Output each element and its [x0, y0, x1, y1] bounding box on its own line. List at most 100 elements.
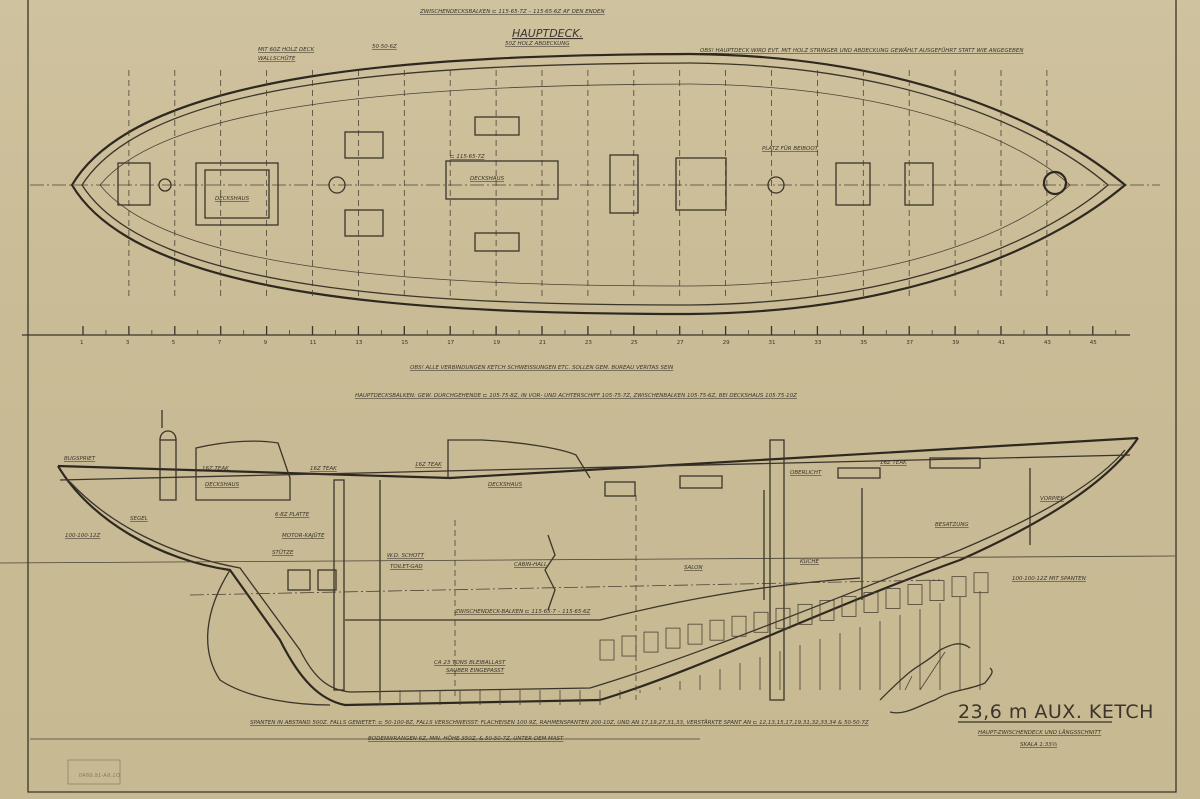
mizzen-mast-profile	[159, 439, 177, 501]
hull-outline-profile	[57, 437, 1139, 707]
drawing-border	[27, 0, 1177, 793]
plan-label: 50Z HOLZ ABDECKUNG	[505, 41, 570, 47]
skylight	[474, 116, 520, 136]
aft-deckhouse-plan	[195, 162, 279, 226]
frame-number: 9	[264, 340, 268, 346]
floor-lightening-hole	[599, 639, 615, 661]
oberlicht-label: OBERLICHT	[790, 470, 822, 476]
main-deckhouse-profile	[447, 439, 591, 479]
rudder	[207, 569, 331, 706]
floor-lightening-hole	[797, 603, 813, 625]
windlass-plan	[1042, 170, 1068, 196]
ballast-keel-top	[345, 577, 861, 621]
fore-hatch	[904, 162, 934, 206]
material-label: 16Z TEAK	[310, 466, 337, 472]
room-label: SEGEL	[130, 516, 148, 522]
hatch	[609, 154, 639, 214]
drawing-subtitle: HAUPT-ZWISCHENDECK UND LÄNGSSCHNITT	[978, 729, 1102, 736]
main-mast-profile	[769, 439, 785, 701]
vent-cowl	[159, 430, 177, 441]
ballast-label: CA 23 TONS BLEIBALLAST	[434, 660, 506, 666]
drawing-title: 23,6 m AUX. KETCH	[958, 701, 1154, 723]
companionway	[544, 534, 556, 611]
title-block: 23,6 m AUX. KETCH HAUPT-ZWISCHENDECK UND…	[958, 701, 1154, 748]
plan-label: DECKSHAUS	[470, 176, 505, 182]
bottom-note-1: SPANTEN IN ABSTAND 500Z. FALLS GENIETET:…	[250, 719, 869, 726]
sheer-line	[57, 436, 1139, 480]
spec-label: W.D. SCHOTT	[387, 553, 425, 559]
floor-lightening-hole	[841, 596, 857, 617]
frame-number: 41	[998, 340, 1005, 346]
frame-number: 25	[631, 340, 638, 346]
aft-hatch	[117, 162, 151, 206]
spec-label: STÜTZE	[272, 549, 294, 556]
floor-lightening-hole	[819, 600, 835, 621]
floor-lightening-hole	[885, 588, 901, 609]
wash-basin	[317, 569, 337, 591]
frame-number: 27	[677, 340, 684, 346]
frame-number: 39	[952, 340, 959, 346]
floor-lightening-hole	[709, 619, 725, 641]
hatch	[344, 209, 384, 237]
deck-fitting	[158, 178, 172, 192]
zwischendeck-line	[189, 579, 941, 596]
mizzen-mast-plan	[328, 176, 346, 194]
zwischendeck-label: ZWISCHENDECK-BALKEN ⊏ 115·65·7 – 115·65·…	[454, 609, 591, 615]
top-note: ZWISCHENDECKSBALKEN ⊏ 115·65·7Z – 115·65…	[419, 9, 605, 15]
stringer-line	[99, 83, 1071, 287]
room-label: SALON	[684, 565, 703, 571]
frame-label: 100·100·12Z MIT SPANTEN	[1012, 576, 1086, 582]
aft-deckhouse-inner	[204, 169, 270, 219]
room-label: KÜCHE	[800, 558, 820, 565]
room-label: CABIN-HALL	[514, 562, 547, 568]
skylight-profile	[679, 475, 723, 489]
floor-lightening-hole	[863, 592, 879, 613]
bugspriet-label: BUGSPRIET	[64, 456, 96, 462]
skylight	[474, 232, 520, 252]
fwd-deckhouse-plan	[675, 157, 727, 211]
floor-lightening-hole	[665, 627, 681, 649]
material-label: 16Z TEAK	[880, 460, 907, 466]
frame-number: 43	[1044, 340, 1051, 346]
room-label: DECKSHAUS	[488, 482, 523, 488]
spec-label: 6·8Z PLATTE	[275, 512, 310, 518]
signature	[879, 643, 993, 714]
frame-number: 29	[723, 340, 730, 346]
room-label: BESATZUNG	[935, 522, 969, 528]
room-label: TOILET-GAD	[390, 564, 423, 570]
room-label: VORPIEK	[1040, 496, 1064, 502]
deck-plan: MIT 60Z HOLZ DECK WALLSCHÜTE 50·50·6Z 50…	[30, 41, 1160, 316]
beam-note: HAUPTDECKSBALKEN: GEW. DURCHGEHENDE ⊏ 10…	[355, 393, 797, 399]
hatch	[344, 131, 384, 159]
frame-number: 23	[585, 340, 592, 346]
floor-lightening-hole	[731, 615, 747, 637]
plan-label: MIT 60Z HOLZ DECK	[258, 47, 315, 53]
bottom-note-2: BODENWRANGEN 6Z, MIN. HÖHE 350Z, & 50·50…	[368, 735, 564, 742]
plan-label: WALLSCHÜTE	[258, 55, 296, 62]
frame-number: 31	[769, 340, 776, 346]
frame-number: 7	[218, 340, 222, 346]
frame-number: 1	[80, 340, 84, 346]
floor-lightening-hole	[775, 607, 791, 629]
frame-number: 15	[401, 340, 408, 346]
frame-number: 35	[860, 340, 867, 346]
main-deck-line	[59, 454, 1131, 481]
plan-note: OBS! HAUPTDECK WIRD EVT. MIT HOLZ STRING…	[700, 47, 1024, 54]
hull-inner-line	[81, 62, 1109, 306]
plan-label: 50·50·6Z	[372, 44, 397, 50]
frame-number: 21	[539, 340, 546, 346]
floor-lightening-hole	[643, 631, 659, 653]
main-mast-plan	[767, 176, 785, 194]
drawing-scale: SKALA 1:33⅓	[1020, 742, 1058, 748]
frame-number: 11	[310, 340, 317, 346]
toilet	[287, 569, 311, 591]
frame-label: 100·100·12Z	[65, 533, 100, 539]
hull-outline-plan	[70, 52, 1127, 316]
floor-lightening-hole	[687, 623, 703, 645]
fore-hatch-profile	[929, 457, 981, 469]
room-label: MOTOR-KAJÜTE	[282, 532, 325, 539]
obs-note: OBS! ALLE VERBINDUNGEN KETCH SCHWEISSUNG…	[410, 365, 673, 371]
svg-text:D1.6A-16.6840: D1.6A-16.6840	[78, 773, 120, 779]
